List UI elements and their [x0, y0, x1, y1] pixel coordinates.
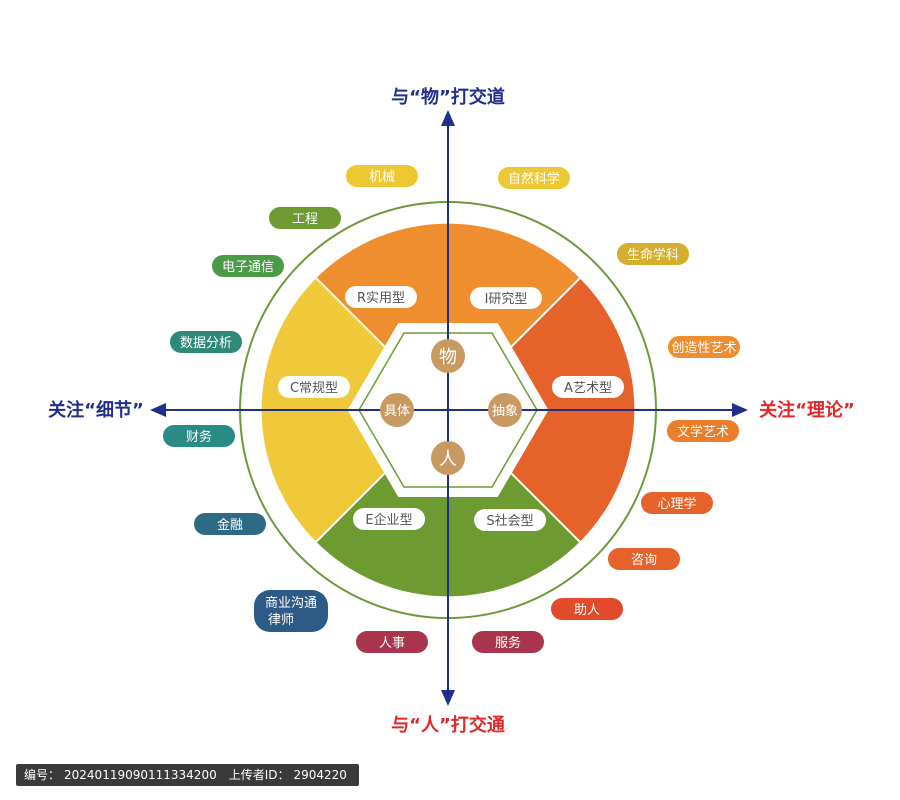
svg-text:I研究型: I研究型: [485, 292, 528, 307]
axis-title-bottom: 与“人”打交通: [391, 714, 505, 736]
svg-text:自然科学: 自然科学: [508, 171, 560, 187]
field-pill-zixun: 咨询: [608, 548, 680, 570]
footer-id-label: 编号：: [24, 768, 61, 782]
svg-text:文学艺术: 文学艺术: [677, 424, 729, 440]
field-pill-shengming: 生命学科: [617, 243, 689, 265]
type-label-I: I研究型: [470, 287, 542, 309]
svg-text:R实用型: R实用型: [357, 291, 405, 306]
field-pill-renshi: 人事: [356, 631, 428, 653]
field-pill-zhuren: 助人: [551, 598, 623, 620]
core-node-top: 物: [431, 339, 465, 373]
svg-text:助人: 助人: [574, 603, 600, 618]
type-label-S: S社会型: [474, 509, 546, 531]
type-label-A: A艺术型: [552, 376, 624, 398]
arrow-down-icon: [441, 690, 455, 706]
field-pill-fuwu: 服务: [472, 631, 544, 653]
arrow-up-icon: [441, 110, 455, 126]
svg-text:心理学: 心理学: [657, 496, 696, 512]
field-pill-gongcheng: 工程: [269, 207, 341, 229]
svg-text:人: 人: [439, 449, 457, 470]
type-label-C: C常规型: [278, 376, 350, 398]
arrow-left-icon: [150, 403, 166, 417]
svg-text:咨询: 咨询: [631, 553, 657, 568]
field-text-shangye: 商业沟通: [265, 596, 317, 611]
svg-text:机械: 机械: [369, 170, 395, 185]
field-pill-dianzi: 电子通信: [212, 255, 284, 277]
svg-text:金融: 金融: [217, 517, 243, 533]
footer-uploader-label: 上传者ID：: [228, 768, 290, 782]
svg-text:财务: 财务: [186, 429, 212, 445]
svg-text:C常规型: C常规型: [290, 381, 338, 396]
core-node-right: 抽象: [488, 393, 522, 427]
svg-text:电子通信: 电子通信: [222, 260, 274, 275]
svg-text:A艺术型: A艺术型: [564, 381, 612, 396]
type-label-E: E企业型: [353, 508, 425, 530]
svg-text:人事: 人事: [379, 636, 405, 651]
footer-info-bar: 编号：20240119090111334200 上传者ID：2904220: [16, 764, 359, 786]
svg-text:S社会型: S社会型: [486, 513, 533, 529]
field-pill-chuangzao: 创造性艺术: [668, 336, 740, 358]
footer-id-value: 20240119090111334200: [64, 768, 217, 782]
field-pill-shangye-lvshi: 商业沟通 律师: [254, 590, 328, 632]
svg-text:抽象: 抽象: [492, 404, 518, 419]
axis-title-top: 与“物”打交道: [391, 86, 505, 108]
field-pill-jixie: 机械: [346, 165, 418, 187]
svg-text:服务: 服务: [495, 635, 521, 651]
field-text-lvshi: 律师: [268, 613, 294, 628]
field-pill-wenxue: 文学艺术: [667, 420, 739, 442]
axes: [150, 110, 748, 706]
svg-text:具体: 具体: [384, 404, 410, 419]
svg-text:工程: 工程: [292, 212, 318, 227]
type-label-R: R实用型: [345, 286, 417, 308]
field-pill-ziranke: 自然科学: [498, 167, 570, 189]
axis-title-left: 关注“细节”: [48, 399, 144, 421]
svg-text:E企业型: E企业型: [365, 512, 412, 528]
svg-text:数据分析: 数据分析: [180, 336, 232, 351]
field-pill-xinli: 心理学: [641, 492, 713, 514]
axis-title-right: 关注“理论”: [759, 399, 855, 421]
footer-uploader-value: 2904220: [293, 768, 347, 782]
field-pill-jinrong: 金融: [194, 513, 266, 535]
field-pill-caiwu: 财务: [163, 425, 235, 447]
core-node-bottom: 人: [431, 441, 465, 475]
svg-text:创造性艺术: 创造性艺术: [671, 341, 736, 356]
core-node-left: 具体: [380, 393, 414, 427]
arrow-right-icon: [732, 403, 748, 417]
svg-text:生命学科: 生命学科: [627, 247, 679, 263]
field-pill-shuju: 数据分析: [170, 331, 242, 353]
svg-text:物: 物: [439, 347, 457, 368]
